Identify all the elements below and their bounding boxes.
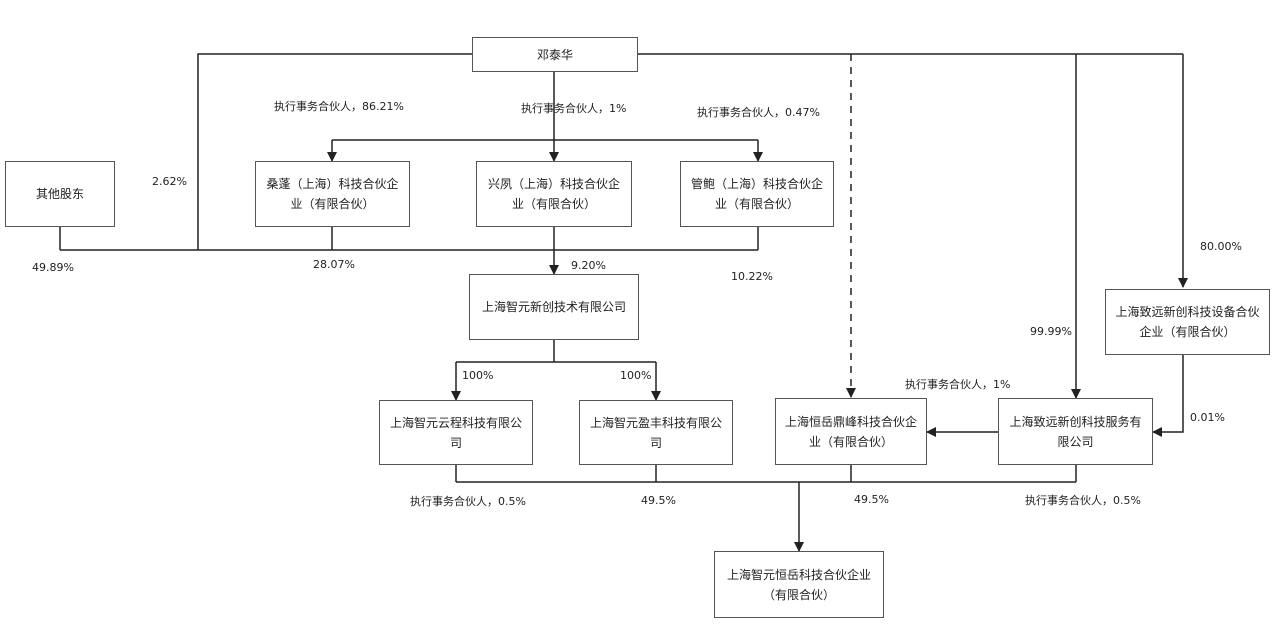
entity-other-shareholders: 其他股东 — [5, 161, 115, 227]
label-gp-0-5-right: 执行事务合伙人，0.5% — [1025, 494, 1141, 507]
label-49-5-b: 49.5% — [854, 493, 889, 506]
label-gp-0-47: 执行事务合伙人，0.47% — [697, 106, 820, 119]
label-99-99: 99.99% — [1030, 325, 1072, 338]
entity-guanbao: 管鲍（上海）科技合伙企业（有限合伙） — [680, 161, 834, 227]
entity-sangpeng: 桑蓬（上海）科技合伙企业（有限合伙） — [255, 161, 410, 227]
label-9-20: 9.20% — [571, 259, 606, 272]
entity-zhiyuan-yuncheng: 上海智元云程科技有限公司 — [379, 400, 533, 465]
label-gp-1-top: 执行事务合伙人，1% — [521, 102, 627, 115]
entity-zhiyuan-xinchuang: 上海智元新创技术有限公司 — [469, 274, 639, 340]
entity-deng-taihua: 邓泰华 — [472, 37, 638, 72]
label-49-5-a: 49.5% — [641, 494, 676, 507]
label-2-62: 2.62% — [152, 175, 187, 188]
label-0-01: 0.01% — [1190, 411, 1225, 424]
line-deng-outer — [197, 53, 472, 250]
label-100-yuncheng: 100% — [462, 369, 494, 382]
entity-zhiyuan-fuwu: 上海致远新创科技服务有限公司 — [998, 398, 1153, 465]
entity-zhiyuan-hengyue: 上海智元恒岳科技合伙企业（有限合伙） — [714, 551, 884, 618]
label-28-07: 28.07% — [313, 258, 355, 271]
label-gp-1-mid: 执行事务合伙人，1% — [905, 378, 1011, 391]
arrow-shebei-to-fuwu — [1152, 355, 1184, 437]
label-gp-86-21: 执行事务合伙人，86.21% — [274, 100, 404, 113]
entity-zhiyuan-yingfeng: 上海智元盈丰科技有限公司 — [579, 400, 733, 465]
label-49-89: 49.89% — [32, 261, 74, 274]
label-80-00: 80.00% — [1200, 240, 1242, 253]
label-10-22: 10.22% — [731, 270, 773, 283]
entity-xingfeng: 兴夙（上海）科技合伙企业（有限合伙） — [476, 161, 632, 227]
label-gp-0-5-left: 执行事务合伙人，0.5% — [410, 495, 526, 508]
label-100-yingfeng: 100% — [620, 369, 652, 382]
entity-hengyue-dingfeng: 上海恒岳鼎峰科技合伙企业（有限合伙） — [775, 398, 927, 465]
entity-zhiyuan-shebei: 上海致远新创科技设备合伙企业（有限合伙） — [1105, 289, 1270, 355]
